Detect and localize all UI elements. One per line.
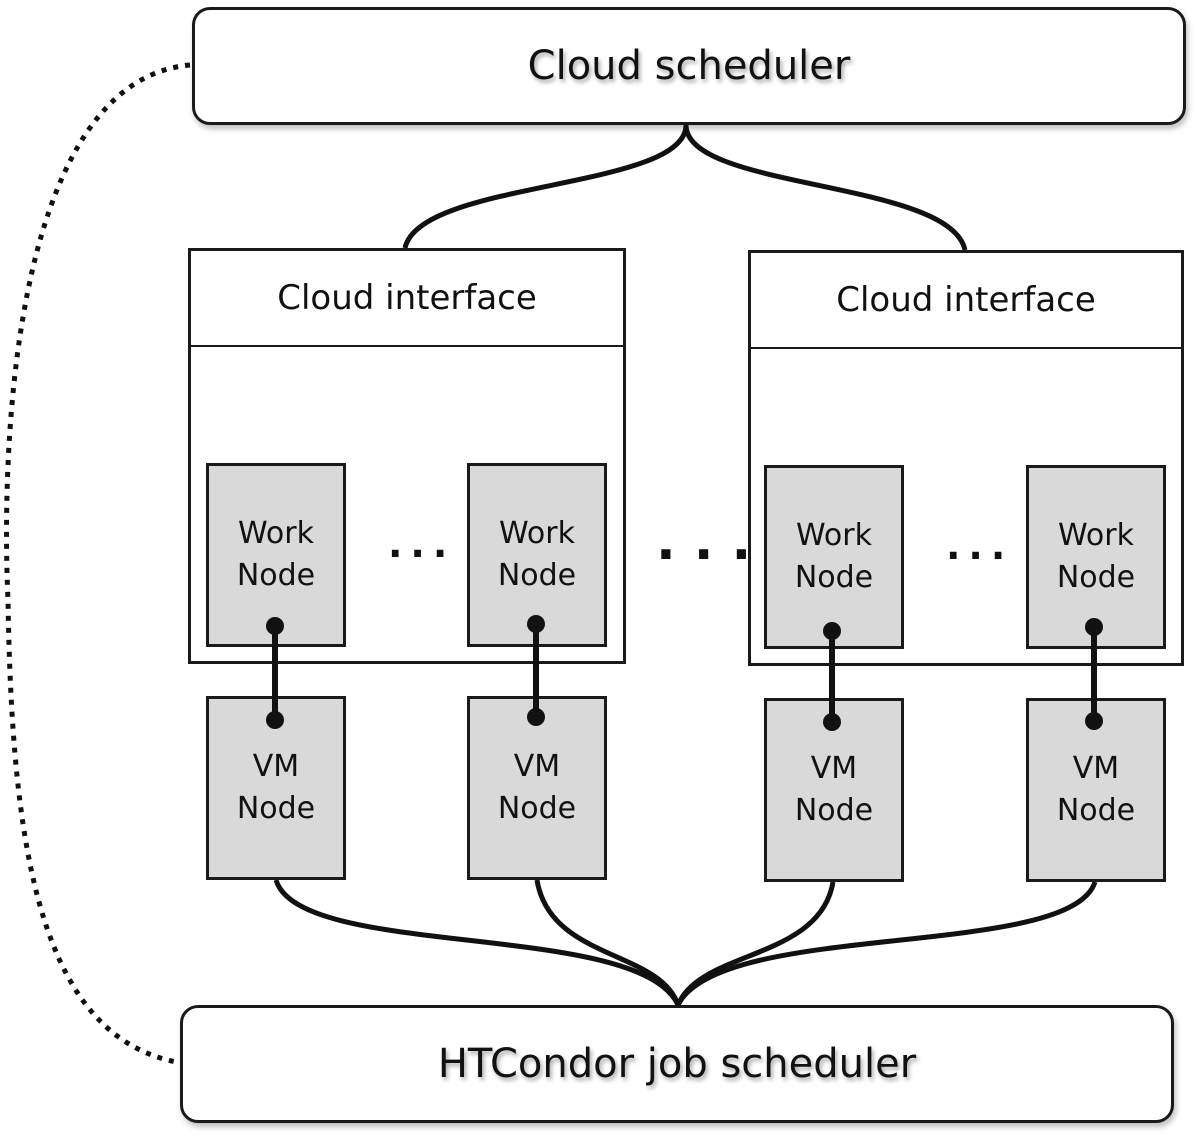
work-vm-link — [533, 624, 539, 718]
cloud-interface-header: Cloud interface — [191, 251, 623, 347]
ellipsis-between-clouds: ... — [656, 512, 770, 572]
link-endpoint — [1085, 618, 1103, 636]
job-scheduler-label: HTCondor job scheduler — [437, 1041, 917, 1087]
vm3-to-job-scheduler — [675, 881, 836, 1007]
link-endpoint — [823, 713, 841, 731]
work-vm-link — [829, 631, 835, 723]
scheduler-to-cloud-left — [402, 124, 689, 249]
vm1-to-job-scheduler — [273, 879, 681, 1007]
cloud-interface-right: Cloud interface — [748, 250, 1184, 666]
link-endpoint — [527, 708, 545, 726]
work-vm-link — [272, 626, 278, 720]
link-endpoint — [823, 622, 841, 640]
cloud-interface-header: Cloud interface — [751, 253, 1181, 349]
ellipsis-left-cloud: ... — [388, 522, 456, 566]
cloud-scheduler-label: Cloud scheduler — [527, 43, 851, 89]
dotted-scheduler-link — [4, 62, 191, 1066]
link-endpoint — [266, 711, 284, 729]
work-vm-link — [1091, 627, 1097, 721]
job-scheduler-box: HTCondor job scheduler — [180, 1005, 1174, 1123]
cloud-interface-left: Cloud interface — [188, 248, 626, 664]
link-endpoint — [527, 615, 545, 633]
link-endpoint — [266, 617, 284, 635]
cloud-scheduler-box: Cloud scheduler — [192, 7, 1186, 125]
vm2-to-job-scheduler — [534, 879, 681, 1006]
ellipsis-right-cloud: ... — [946, 524, 1014, 568]
vm4-to-job-scheduler — [675, 881, 1098, 1007]
link-endpoint — [1085, 712, 1103, 730]
scheduler-to-cloud-right — [683, 124, 968, 251]
